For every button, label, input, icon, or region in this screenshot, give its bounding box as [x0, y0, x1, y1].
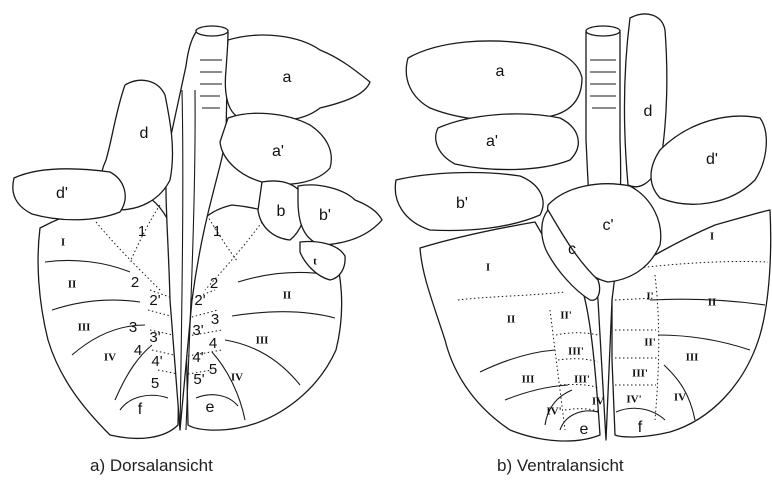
- ventral-section-left-3: III: [522, 374, 535, 386]
- ventral-label-a: a: [496, 63, 505, 80]
- dorsal-caption: a) Dorsalansicht: [90, 456, 213, 476]
- dorsal-section-left-4: IV: [104, 352, 116, 364]
- ventral-section-right-1: I: [710, 231, 714, 243]
- dorsal-seg-right-4p: 4': [192, 349, 203, 366]
- ventral-inner-left-2p: II': [560, 310, 572, 322]
- ventral-section-left-2: II: [507, 314, 516, 326]
- dorsal-label-a: a: [283, 69, 292, 86]
- ventral-section-left-4: IV: [592, 396, 604, 408]
- ventral-section-right-2: II: [708, 297, 717, 309]
- ventral-lobe-a: [406, 41, 582, 121]
- dorsal-label-b-prime: b': [319, 207, 331, 224]
- dorsal-lobe-b-prime: [298, 185, 382, 245]
- dorsal-brainstem-top: [196, 26, 228, 36]
- dorsal-section-right-4: IV: [231, 372, 243, 384]
- ventral-label-f: f: [638, 419, 643, 436]
- ventral-lobe-b-prime: [395, 173, 543, 231]
- ventral-label-e: e: [580, 421, 589, 438]
- ventral-label-a-prime: a': [486, 133, 498, 150]
- dorsal-section-right-3: III: [256, 335, 269, 347]
- ventral-caption: b) Ventralansicht: [497, 456, 624, 476]
- ventral-label-c: c: [568, 241, 576, 258]
- dorsal-seg-right-5p: 5': [193, 371, 204, 388]
- dorsal-label-a-prime: a': [272, 143, 284, 160]
- dorsal-label-t: t: [313, 256, 317, 268]
- dorsal-view: a a' b b' d d' e f t I II III IV II III …: [13, 26, 382, 438]
- dorsal-seg-right-3: 3: [211, 311, 219, 328]
- ventral-section-left-4p: IV': [546, 406, 561, 418]
- dorsal-seg-right-1: 1: [213, 223, 221, 240]
- dorsal-seg-right-2: 2: [210, 275, 218, 292]
- dorsal-seg-left-5: 5: [151, 375, 159, 392]
- ventral-section-right-4: IV: [674, 392, 686, 404]
- ventral-label-c-prime: c': [602, 217, 613, 234]
- dorsal-section-left-2: II: [68, 279, 77, 291]
- dorsal-seg-left-1: 1: [138, 223, 146, 240]
- dorsal-seg-left-2p: 2': [149, 292, 160, 309]
- dorsal-seg-right-3p: 3': [192, 322, 203, 339]
- dorsal-lobe-d-prime: [13, 169, 125, 220]
- ventral-inner-right-3p: III': [632, 368, 648, 380]
- dorsal-seg-left-4p: 4': [151, 353, 162, 370]
- ventral-label-d-prime: d': [706, 151, 718, 168]
- dorsal-seg-right-2p: 2': [194, 292, 205, 309]
- dorsal-label-d-prime: d': [56, 185, 68, 202]
- ventral-inner-right-4p: IV': [626, 394, 641, 406]
- ventral-brainstem-top: [586, 26, 620, 36]
- dorsal-seg-right-5: 5: [209, 361, 217, 378]
- dorsal-seg-left-4: 4: [134, 342, 142, 359]
- dorsal-seg-left-2: 2: [131, 274, 139, 291]
- ventral-inner-left-3pb: III': [574, 374, 590, 386]
- dorsal-label-b: b: [277, 203, 286, 220]
- dorsal-seg-left-3p: 3': [149, 329, 160, 346]
- dorsal-label-f: f: [138, 401, 143, 418]
- ventral-inner-left-3p: III': [568, 346, 584, 358]
- ventral-lobe-a-prime: [436, 114, 579, 170]
- ventral-section-left-1: I: [486, 262, 490, 274]
- ventral-label-d: d: [644, 103, 653, 120]
- dorsal-section-left-1: I: [61, 237, 65, 249]
- dorsal-section-right-2: II: [283, 290, 292, 302]
- dorsal-label-d: d: [140, 125, 149, 142]
- ventral-inner-right-2p: II': [644, 337, 656, 349]
- ventral-view: a a' b' c c' d d' e f I II III IV' IV II…: [395, 14, 770, 441]
- dorsal-label-e: e: [206, 399, 215, 416]
- ventral-inner-right-1p: I': [646, 291, 653, 303]
- dorsal-seg-left-3: 3: [129, 319, 137, 336]
- ventral-label-b-prime: b': [456, 195, 468, 212]
- dorsal-lobe-a: [225, 35, 370, 121]
- dorsal-left-hemisphere: [38, 198, 180, 438]
- dorsal-seg-right-4: 4: [209, 335, 217, 352]
- dorsal-section-left-3: III: [78, 322, 91, 334]
- ventral-section-right-3: III: [686, 352, 699, 364]
